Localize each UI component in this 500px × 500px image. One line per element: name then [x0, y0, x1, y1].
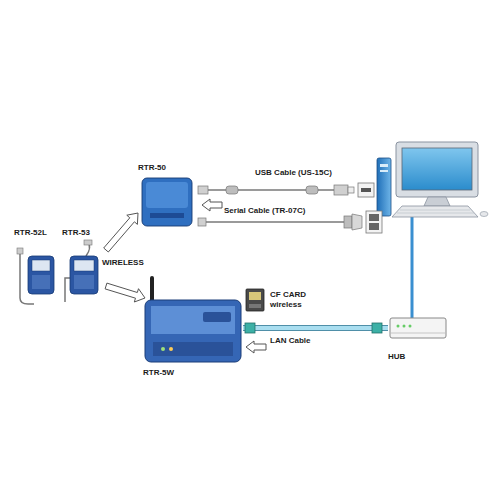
- base-station-art-part: [151, 306, 235, 334]
- computer-part: [396, 142, 478, 197]
- serial-cable-part: [198, 221, 348, 223]
- network-link-part: [411, 212, 414, 318]
- logger-device: RTR-52L: [14, 228, 58, 308]
- logger-device-art-part: [32, 260, 50, 271]
- network-hub-art-part: [390, 318, 446, 338]
- cable-plug: [372, 323, 382, 333]
- network-hub-art-part: [397, 325, 400, 328]
- cf-card-part: [246, 289, 264, 311]
- device-label: RTR-52L: [14, 228, 47, 238]
- logger-device-art-part: [32, 275, 50, 289]
- wireless-arrow: [104, 213, 138, 252]
- computer-part: [377, 158, 391, 216]
- base-station-art-part: [145, 300, 241, 362]
- network-link: [412, 212, 413, 318]
- serial-cable-part: [352, 214, 362, 230]
- base-station-art-part: [153, 342, 233, 356]
- cable-plug: [245, 323, 255, 333]
- logger-device-art-part: [65, 278, 70, 302]
- base-station-art-part: [203, 312, 231, 322]
- logger-device-art-part: [70, 256, 98, 294]
- network-hub-art-part: [390, 333, 446, 334]
- communication-adaptor-art: [138, 163, 196, 229]
- base-station-art-part: [150, 278, 154, 302]
- usb-cable-part: [348, 187, 354, 193]
- network-hub-art-part: [409, 325, 412, 328]
- cable-label: LAN Cable: [268, 336, 312, 346]
- logger-device-art-part: [17, 248, 23, 254]
- communication-adaptor-art-part: [150, 213, 184, 218]
- serial-cable-part: [369, 223, 379, 230]
- logger-device-art: [14, 228, 58, 308]
- logger-device-art: [62, 228, 104, 308]
- communication-adaptor-art-part: [142, 178, 192, 226]
- cf-card-part: [249, 292, 261, 300]
- computer-part: [424, 197, 450, 206]
- network-hub: HUB: [388, 316, 448, 362]
- usb-cable-part: [358, 183, 374, 197]
- cable-label: USB Cable (US-15C): [255, 168, 355, 178]
- device-label: RTR-50: [138, 163, 166, 173]
- computer-part: [380, 164, 388, 167]
- cf-card: [246, 289, 264, 311]
- computer-part: [397, 213, 474, 214]
- usb-cable-part: [334, 185, 348, 195]
- network-hub-art-part: [403, 325, 406, 328]
- base-station-art-part: [169, 347, 173, 351]
- base-station-art: [143, 276, 243, 378]
- cable-label: Serial Cable (TR-07C): [224, 206, 334, 216]
- serial-cable-part: [344, 216, 352, 228]
- lan-cable: [243, 326, 388, 330]
- computer-part: [380, 170, 388, 172]
- computer-part: [400, 210, 470, 211]
- computer: [377, 142, 488, 217]
- device-label: RTR-5W: [143, 368, 174, 378]
- direction-arrow-part: [246, 341, 266, 353]
- wireless-label: WIRELESS: [102, 258, 152, 268]
- logger-device: RTR-53: [62, 228, 104, 308]
- usb-cable: [198, 183, 374, 197]
- usb-cable-part: [198, 186, 208, 194]
- computer-part: [392, 206, 478, 217]
- logger-device-art-part: [74, 260, 94, 271]
- base-station-art-part: [161, 347, 165, 351]
- wireless-arrow: [105, 283, 145, 302]
- communication-adaptor: RTR-50: [138, 163, 196, 229]
- cf-card-part: [249, 304, 261, 308]
- lan-cable: [243, 325, 388, 331]
- logger-device-art-part: [74, 275, 94, 289]
- usb-cable-part: [226, 186, 238, 194]
- usb-cable-part: [306, 186, 318, 194]
- base-station: RTR-5W: [143, 276, 243, 378]
- serial-cable-part: [366, 211, 382, 233]
- device-label: RTR-53: [62, 228, 90, 238]
- serial-cable-part: [198, 218, 206, 226]
- computer-part: [402, 148, 472, 190]
- logger-device-art-part: [28, 256, 54, 294]
- communication-adaptor-art-part: [146, 182, 188, 208]
- cable-label: CF CARD wireless: [270, 290, 316, 310]
- device-label: HUB: [388, 352, 405, 362]
- direction-arrow-part: [202, 199, 222, 211]
- usb-cable-part: [361, 188, 371, 192]
- computer-part: [480, 212, 488, 217]
- serial-cable-part: [369, 214, 379, 221]
- logger-device-art-part: [84, 240, 92, 245]
